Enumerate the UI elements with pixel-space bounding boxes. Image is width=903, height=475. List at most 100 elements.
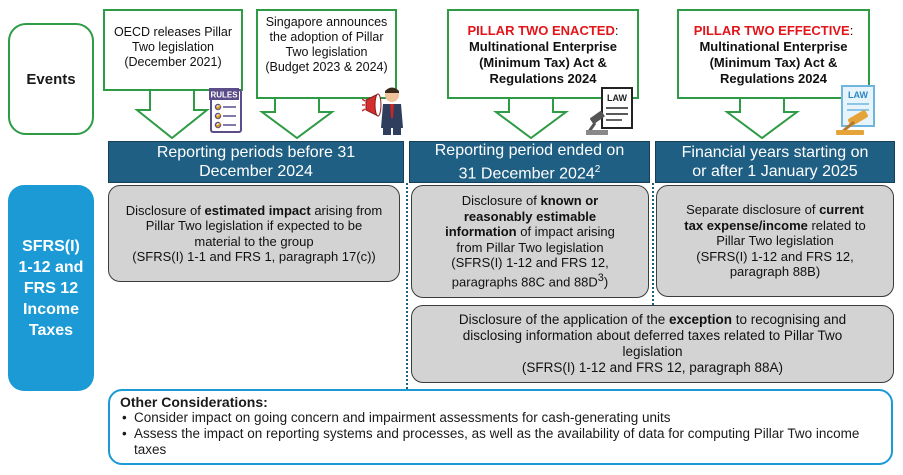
event-3-line-3: (Minimum Tax) Act & [479,55,607,70]
other-consideration-item: Assess the impact on reporting systems a… [120,426,881,458]
events-label: Events [8,23,94,135]
period-3-line-2: or after 1 January 2025 [692,163,858,180]
rules-icon-label: RULES [210,91,238,100]
box-2-line-1: Disclosure of known or [445,193,615,209]
box-3-line-2: tax expense/income related to [684,218,865,234]
period-2-line-2-text: 31 December 2024 [458,165,595,183]
box-2-line-6-text: paragraphs 88C and 88D [451,274,598,290]
box-3-line-3: Pillar Two legislation [716,233,834,249]
box-4-pre: Disclosure of the application of the [458,312,669,327]
event-2-line-3: Two legislation [285,45,368,59]
sfrs-line-3: FRS 12 [23,279,79,297]
period-2-line-1: Reporting period ended on [434,141,625,159]
event-1-line-2: Two legislation [132,40,214,54]
period-3-line-1: Financial years starting on [681,144,869,161]
event-1-line-3: (December 2021) [124,55,222,69]
period-header-before-dec-2024: Reporting periods before 31 December 202… [108,141,404,183]
event-2-line-1: Singapore announces [265,15,388,29]
event-4-colon: : [849,23,854,38]
period-1-line-1: Reporting periods before 31 [156,144,356,161]
event-2-line-4: (Budget 2023 & 2024) [265,60,388,74]
event-3-colon: : [614,23,619,38]
other-consideration-item: Consider impact on going concern and imp… [120,410,881,426]
other-considerations-list: Consider impact on going concern and imp… [120,410,881,458]
law-icon-label-1: LAW [607,93,628,103]
box-4-line-2: disclosing information about deferred ta… [462,328,843,343]
period-header-ended-dec-2024: Reporting period ended on 31 December 20… [409,141,650,183]
box-4-line-1: Disclosure of the application of the exc… [459,312,846,328]
footnote-2-marker: 2 [594,163,601,175]
disclosure-deferred-tax-exception: Disclosure of the application of the exc… [411,305,894,383]
law-document-gavel-icon: LAW [836,85,875,135]
event-4-highlight: PILLAR TWO EFFECTIVE [693,23,850,38]
box-4-post: to recognising and [732,312,847,327]
law-book-gavel-icon: LAW [586,87,633,135]
box-1-line-3: material to the group [194,233,314,249]
period-header-from-jan-2025: Financial years starting on or after 1 J… [655,141,895,183]
box-3-post: related to [807,217,866,233]
period-1-line-2: December 2024 [199,163,313,180]
box-4-line-4: (SFRS(I) 1-12 and FRS 12, paragraph 88A) [521,360,784,375]
sfrs-income-taxes-label: SFRS(I) 1-12 and FRS 12 Income Taxes [8,185,94,391]
sfrs-line-5: Taxes [28,321,74,339]
megaphone-person-icon [362,87,403,135]
box-2-line-4: from Pillar Two legislation [456,239,604,255]
event-arrow-3 [492,97,570,140]
event-oecd-releases: OECD releases Pillar Two legislation (De… [103,9,243,91]
event-3-highlight: PILLAR TWO ENACTED [467,23,615,38]
box-3-line-1: Separate disclosure of current [684,202,865,218]
event-4-line-4: Regulations 2024 [720,71,827,86]
box-2-post: of impact arising [516,224,615,240]
sfrs-line-2: 1-12 and [18,258,84,276]
box-2-line-5: (SFRS(I) 1-12 and FRS 12, [451,255,609,271]
period-separator-left [406,183,408,389]
box-2-bold-2: reasonably estimable [463,208,597,224]
box-1-line-4: (SFRS(I) 1-1 and FRS 1, paragraph 17(c)) [132,249,376,264]
event-arrow-1 [134,87,210,140]
box-1-line-2: Pillar Two legislation if expected to be [145,218,363,233]
event-4-line-1: PILLAR TWO EFFECTIVE: [679,23,868,39]
sfrs-line-1: SFRS(I) [22,237,80,255]
event-arrows [134,87,801,140]
box-2-pre: Disclosure of [461,193,541,209]
other-considerations-title: Other Considerations: [120,394,268,410]
box-3-line-4: (SFRS(I) 1-12 and FRS 12, [696,248,854,264]
other-considerations-panel: Other Considerations: Consider impact on… [108,389,893,465]
event-1-line-1: OECD releases Pillar [113,25,233,39]
event-3-line-1: PILLAR TWO ENACTED: [449,23,637,39]
box-3-bold-1: current [819,202,864,218]
disclosure-current-tax-expense: Separate disclosure of current tax expen… [656,185,894,297]
period-2-line-2: 31 December 20242 [435,160,624,183]
event-3-line-4: Regulations 2024 [489,71,597,86]
box-2-line-3: information of impact arising [445,224,615,240]
box-3-line-5: paragraph 88B) [729,264,821,280]
box-3-pre: Separate disclosure of [686,202,820,218]
event-singapore-announces: Singapore announces the adoption of Pill… [256,9,397,99]
box-4-bold: exception [669,312,733,327]
box-2-line-6: paragraphs 88C and 88D3) [445,271,615,290]
disclosure-estimated-impact: Disclosure of estimated impact arising f… [108,185,400,282]
event-pillar-two-enacted: PILLAR TWO ENACTED: Multinational Enterp… [447,9,639,99]
rules-checklist-icon: RULES [209,88,242,133]
box-2-line-6-close: ) [603,274,609,290]
event-2-line-2: the adoption of Pillar [269,30,384,44]
event-4-line-2: Multinational Enterprise [699,39,848,54]
box-4-line-3: legislation [622,344,683,359]
box-1-line-1: Disclosure of estimated impact arising f… [126,203,382,219]
event-pillar-two-effective: PILLAR TWO EFFECTIVE: Multinational Ente… [677,9,870,99]
box-2-bold-3: information [445,224,517,240]
box-2-line-2: reasonably estimable [445,209,615,225]
period-separator-right [652,183,654,305]
box-1-pre: Disclosure of [125,202,205,218]
box-1-bold: estimated impact [204,202,311,218]
footnote-3-marker: 3 [597,271,604,284]
event-arrow-2 [258,95,336,140]
event-arrow-4 [723,97,801,140]
event-3-line-2: Multinational Enterprise [468,39,618,54]
box-3-bold-2: tax expense/income [684,217,808,233]
event-4-line-3: (Minimum Tax) Act & [709,55,838,70]
law-icon-label-2: LAW [848,90,869,100]
box-1-post: arising from [310,202,383,218]
box-2-bold-1: known or [540,193,599,209]
disclosure-known-estimable-information: Disclosure of known or reasonably estima… [411,185,649,298]
